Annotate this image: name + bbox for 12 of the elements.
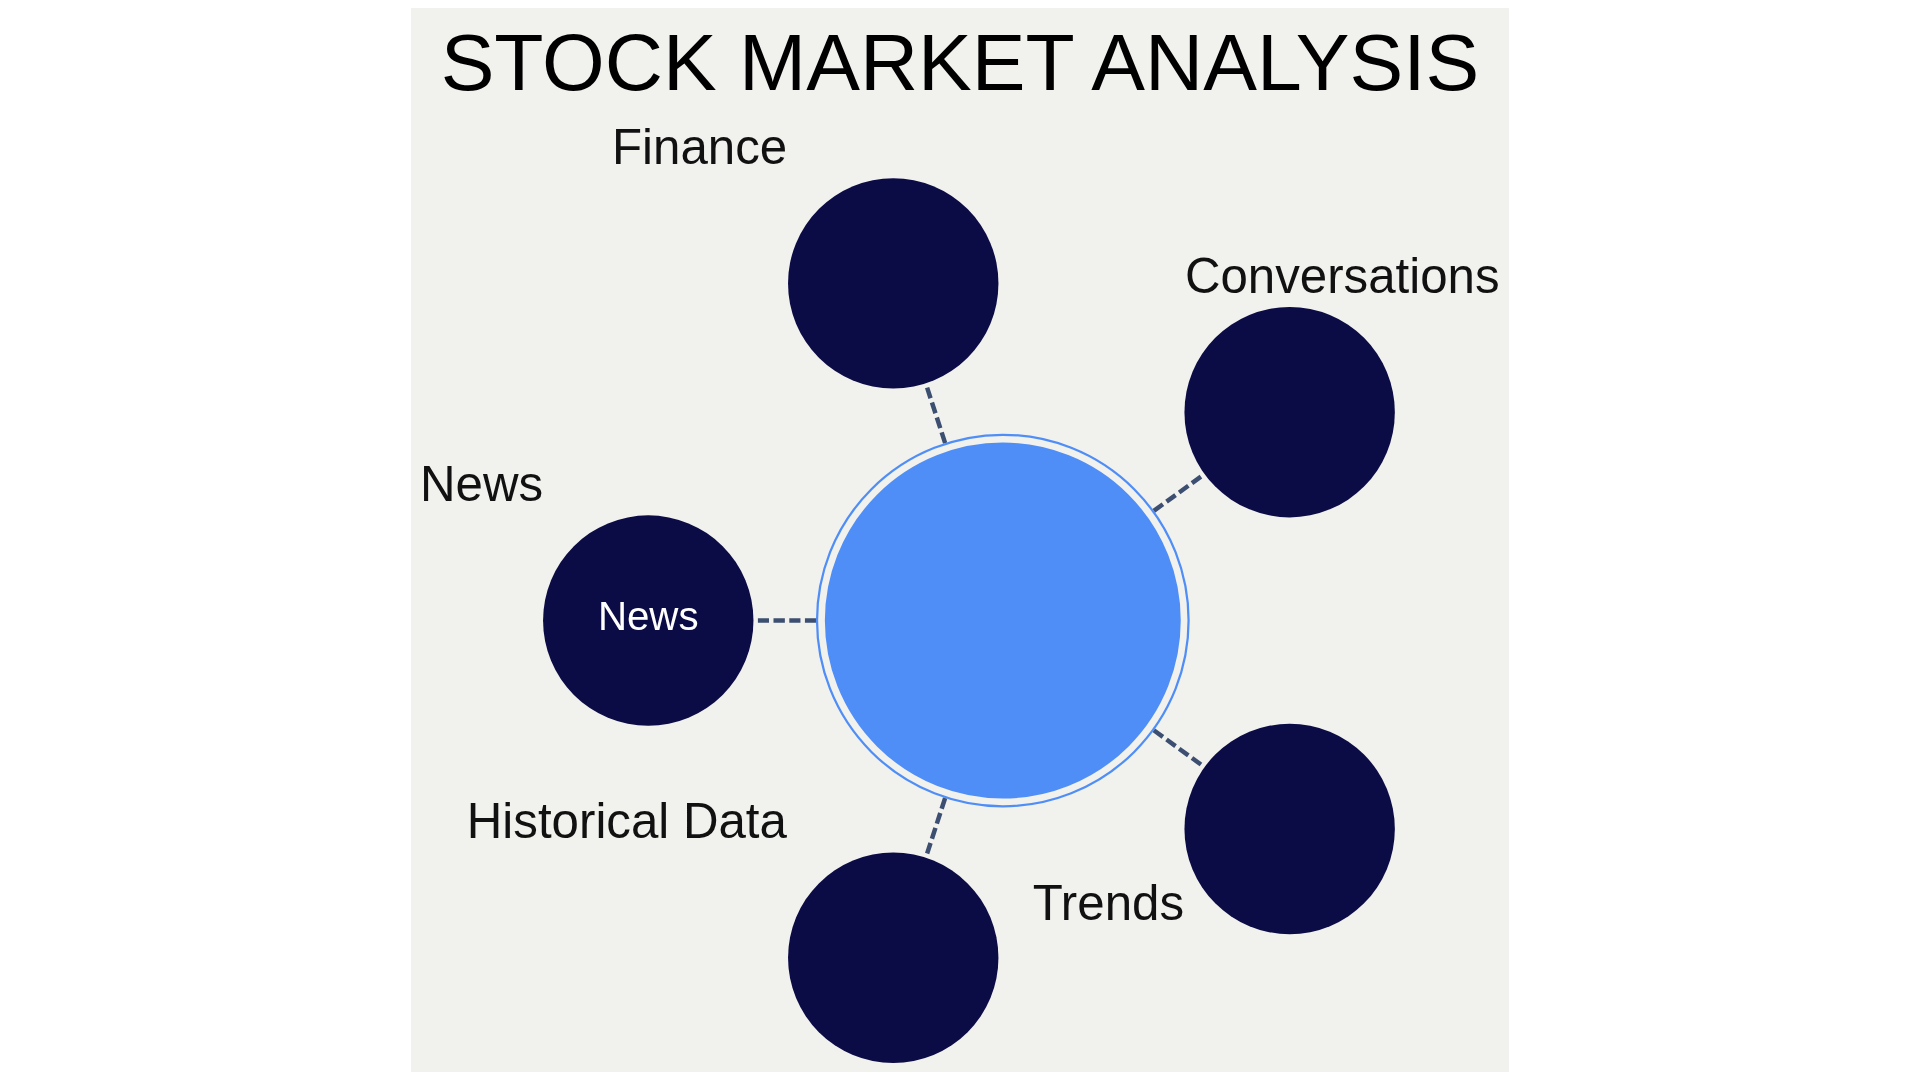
node-badge (815, 433, 1190, 808)
node-circle (788, 178, 999, 389)
node-label: Trends (1032, 874, 1185, 930)
node-label: News (419, 456, 544, 512)
node-circle (1184, 723, 1395, 935)
node-label: Historical Data (466, 793, 787, 849)
node-circle: News (543, 515, 754, 726)
node-label: Finance (612, 118, 788, 174)
diagram-title: STOCK MARKET ANALYSIS (440, 17, 1480, 108)
node-circle (788, 852, 999, 1063)
node-circle (1184, 307, 1395, 518)
node-label: Conversations (1184, 247, 1500, 303)
